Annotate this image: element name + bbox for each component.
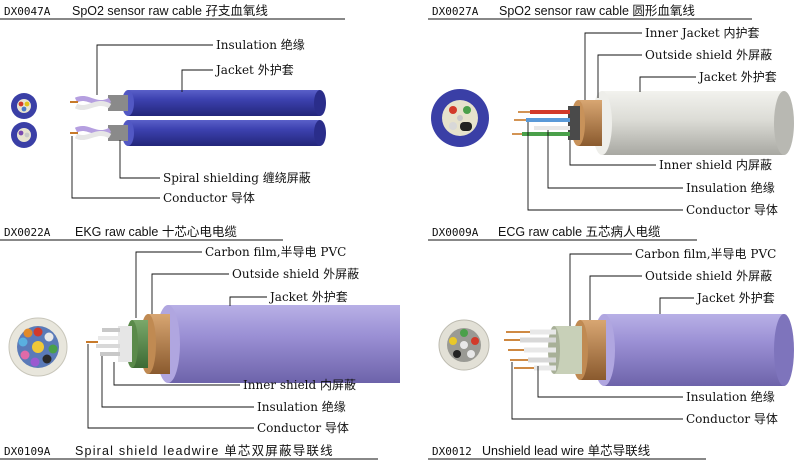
ecg-cable-illustration — [504, 314, 794, 386]
leader-line — [135, 251, 202, 318]
leader-line — [589, 275, 642, 320]
leader-line — [584, 32, 642, 100]
label-inner-shield: Inner shield 内屏蔽 — [243, 378, 356, 392]
panel-dx0022a: DX0022A EKG raw cable 十芯心电电缆 — [0, 225, 400, 460]
label-jacket: Jacket 外护套 — [697, 70, 777, 84]
panel-code: DX0047A — [4, 5, 51, 18]
leader-line — [113, 362, 240, 386]
panel-dx0047a: DX0047A SpO2 sensor raw cable 孖支血氧线 — [0, 4, 345, 205]
label-carbon-film: Carbon film,半导电 PVC — [635, 247, 776, 261]
label-carbon-film: Carbon film,半导电 PVC — [205, 245, 346, 259]
label-insulation: Insulation 绝缘 — [216, 37, 305, 52]
footer-title: Spiral shield leadwire 单芯双屏蔽导联线 — [75, 444, 334, 458]
cross-section-icon — [8, 317, 68, 377]
label-conductor: Conductor 导体 — [257, 421, 349, 435]
panel-title: EKG raw cable 十芯心电电缆 — [75, 225, 237, 239]
leader-line — [229, 296, 267, 306]
label-jacket: Jacket 外护套 — [268, 290, 348, 304]
cross-section-icon — [11, 93, 37, 148]
footer-code: DX0012 — [432, 445, 472, 458]
panel-dx0027a: DX0027A SpO2 sensor raw cable 圆形血氧线 — [428, 4, 794, 217]
footer-title: Unshield lead wire 单芯导联线 — [482, 444, 651, 458]
panel-dx0009a: DX0009A ECG raw cable 五芯病人电缆 — [428, 224, 794, 460]
label-insulation: Insulation 绝缘 — [686, 180, 775, 195]
leader-line — [96, 44, 213, 95]
footer-code: DX0109A — [4, 445, 51, 458]
label-jacket: Jacket 外护套 — [695, 291, 775, 305]
panel-title: ECG raw cable 五芯病人电缆 — [498, 224, 661, 239]
label-jacket: Jacket 外护套 — [214, 63, 294, 77]
leader-line — [569, 253, 632, 326]
panel-code: DX0027A — [432, 5, 479, 18]
ekg-cable-illustration — [86, 305, 400, 383]
label-conductor: Conductor 导体 — [163, 191, 255, 205]
leader-line — [101, 356, 254, 408]
label-insulation: Insulation 绝缘 — [257, 399, 346, 414]
label-outside-shield: Outside shield 外屏蔽 — [232, 267, 359, 281]
label-spiral-shielding: Spiral shielding 缠绕屏蔽 — [163, 170, 311, 185]
label-inner-shield: Inner shield 内屏蔽 — [659, 158, 772, 172]
cross-section-icon — [438, 319, 490, 371]
leader-line — [659, 297, 694, 314]
leader-line — [151, 273, 229, 314]
cross-section-icon — [431, 89, 489, 147]
label-outside-shield: Outside shield 外屏蔽 — [645, 269, 772, 283]
label-inner-jacket: Inner Jacket 内护套 — [645, 26, 760, 40]
panel-code: DX0022A — [4, 226, 51, 239]
leader-line — [547, 130, 683, 189]
round-cable-illustration — [512, 91, 794, 155]
label-outside-shield: Outside shield 外屏蔽 — [645, 48, 772, 62]
twin-cable-illustration — [70, 90, 326, 146]
panel-title: SpO2 sensor raw cable 圆形血氧线 — [499, 4, 695, 18]
label-insulation: Insulation 绝缘 — [686, 389, 775, 404]
leader-line — [181, 69, 213, 92]
leader-line — [71, 136, 160, 199]
leader-line — [639, 76, 696, 92]
leader-line — [511, 362, 683, 420]
leader-line — [597, 54, 642, 98]
leader-line — [119, 140, 160, 179]
leader-line — [87, 344, 254, 429]
label-conductor: Conductor 导体 — [686, 203, 778, 217]
panel-title: SpO2 sensor raw cable 孖支血氧线 — [72, 4, 268, 18]
panel-code: DX0009A — [432, 226, 479, 239]
leader-line — [537, 366, 683, 398]
leader-line — [569, 140, 656, 166]
label-conductor: Conductor 导体 — [686, 412, 778, 426]
leader-line — [527, 122, 683, 211]
